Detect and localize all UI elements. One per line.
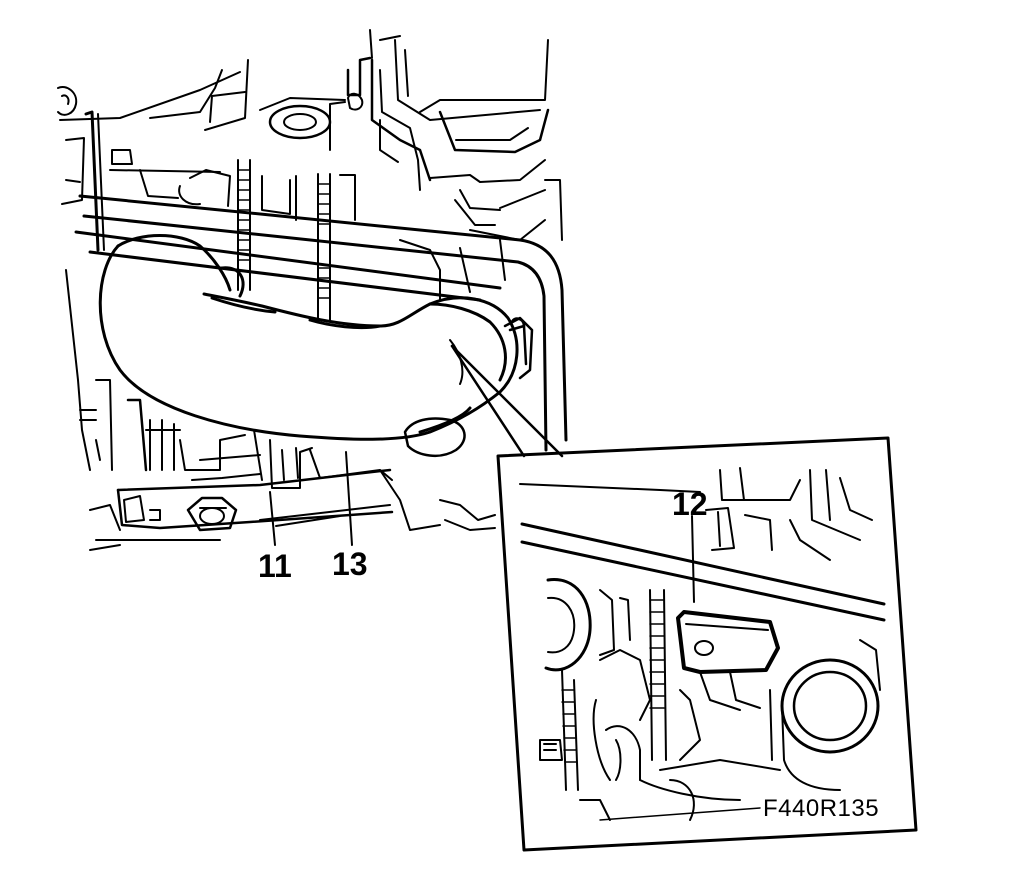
inset-frame bbox=[496, 436, 918, 852]
leader-lines bbox=[269, 451, 353, 546]
figure-code: F440R135 bbox=[763, 795, 880, 822]
engine-bay-background bbox=[57, 29, 563, 321]
inset-contents bbox=[519, 467, 886, 821]
callout-part-11: 11 bbox=[258, 548, 292, 584]
callout-part-13: 13 bbox=[332, 546, 368, 582]
engine-block-lower bbox=[65, 269, 496, 551]
detail-projection-lines bbox=[450, 344, 564, 458]
crossmember-bar bbox=[74, 194, 568, 452]
detail-inset bbox=[496, 436, 918, 852]
hose-clamp bbox=[503, 316, 534, 380]
callout-part-12: 12 bbox=[672, 486, 708, 522]
main-view bbox=[57, 29, 568, 551]
